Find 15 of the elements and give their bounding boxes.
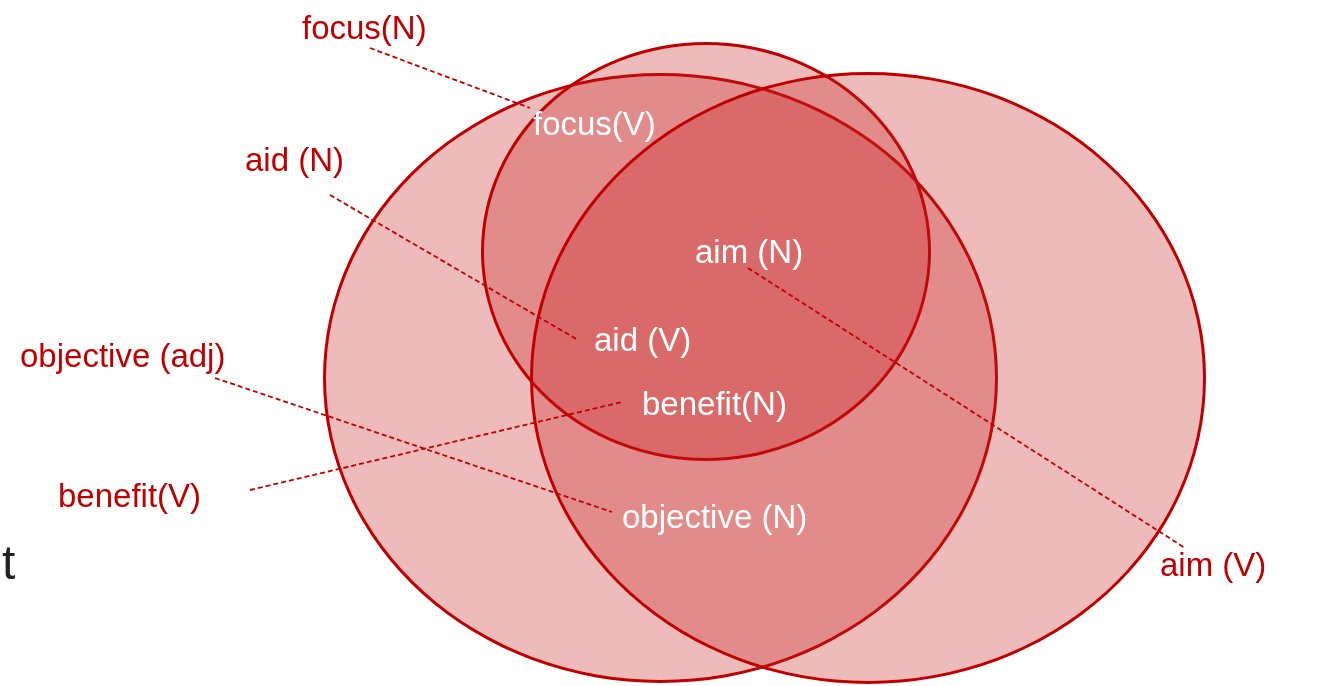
term-label: benefit(V): [58, 476, 202, 516]
venn-label: benefit(N): [642, 384, 787, 424]
text-fragment: t: [2, 535, 16, 591]
term-label: objective (adj): [20, 336, 226, 376]
venn-label: focus(V): [533, 104, 656, 144]
venn-label: objective (N): [622, 497, 808, 537]
venn-label: aim (N): [695, 232, 804, 272]
leader-line: [747, 267, 1186, 549]
leader-line: [329, 194, 579, 341]
leader-line: [214, 377, 613, 513]
leader-line: [249, 401, 623, 491]
term-label: aid (N): [245, 140, 345, 180]
term-label: aim (V): [1160, 545, 1267, 585]
term-label: focus(N): [302, 8, 427, 48]
venn-label: aid (V): [594, 320, 692, 360]
